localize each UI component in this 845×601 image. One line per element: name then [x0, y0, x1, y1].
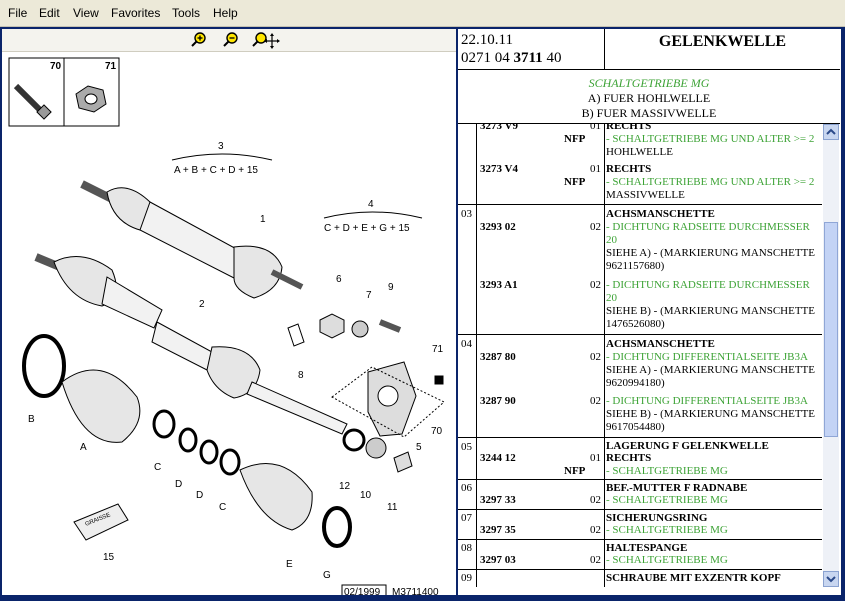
callout-C-2: C — [219, 502, 226, 513]
callout-A: A — [80, 442, 87, 453]
bolt-icon — [13, 83, 52, 120]
nut-icon — [75, 85, 107, 113]
zoom-pan-icon[interactable] — [252, 31, 280, 49]
grease-tube: GRAISSE — [73, 503, 129, 541]
exploded-view-diagram: 70 71 3 A + B + C + D + 15 4 C + D + E +… — [8, 57, 445, 595]
callout-D: D — [175, 479, 182, 490]
menu-favorites[interactable]: Favorites — [111, 6, 161, 20]
callout-8: 8 — [298, 370, 304, 381]
inset-label-bolt: 70 — [50, 61, 62, 72]
menu-tools[interactable]: Tools — [172, 6, 201, 20]
menu-view[interactable]: View — [73, 6, 99, 20]
callout-5: 5 — [416, 442, 422, 453]
menu-bar: File Edit View Favorites Tools Help — [0, 0, 845, 27]
table-row[interactable]: 09 SCHRAUBE MIT EXZENTR KOPF — [458, 570, 822, 587]
menu-help[interactable]: Help — [213, 6, 238, 20]
boots-and-clamps — [22, 334, 352, 548]
vertical-scrollbar[interactable] — [823, 124, 839, 587]
callout-11: 11 — [387, 502, 398, 513]
callout-6: 6 — [336, 274, 342, 285]
svg-text:M3711400: M3711400 — [392, 587, 439, 595]
callout-D-2: D — [196, 490, 203, 501]
header-info: 22.10.11 0271 04 3711 40 — [458, 29, 605, 70]
table-row[interactable]: 06 BEF.-MUTTER F RADNABE 3297 33 02 - SC… — [458, 480, 822, 510]
bearing-bracket — [287, 313, 445, 473]
chevron-down-icon — [826, 576, 836, 583]
zoom-out-icon[interactable] — [222, 31, 240, 49]
inset-box: 70 71 — [8, 57, 120, 127]
callout-9: 9 — [388, 282, 394, 293]
callout-2: 2 — [199, 299, 205, 310]
svg-text:3: 3 — [218, 141, 224, 152]
menu-edit[interactable]: Edit — [39, 6, 60, 20]
table-row[interactable]: 03 ACHSMANSCHETTE 3293 02 02 - DICHTUNG … — [458, 205, 822, 335]
assembly-label-3: 3 A + B + C + D + 15 — [171, 141, 273, 176]
scroll-up-button[interactable] — [823, 124, 839, 140]
assembly-label-4: 4 C + D + E + G + 15 — [323, 199, 423, 234]
table-row[interactable]: 08 HALTESPANGE 3297 03 02 - SCHALTGETRIE… — [458, 540, 822, 570]
scroll-thumb[interactable] — [824, 222, 838, 437]
header-date: 22.10.11 — [461, 32, 513, 48]
table-row[interactable]: 04 ACHSMANSCHETTE 3287 80 02 - DICHTUNG … — [458, 335, 822, 438]
callout-7: 7 — [366, 290, 372, 301]
scroll-down-button[interactable] — [823, 571, 839, 587]
callout-E: E — [286, 559, 293, 570]
callout-C: C — [154, 462, 161, 473]
page-title: GELENKWELLE — [605, 29, 840, 70]
svg-text:4: 4 — [368, 199, 374, 210]
svg-text:A + B + C + D + 15: A + B + C + D + 15 — [174, 165, 258, 176]
callout-70: 70 — [431, 426, 443, 437]
table-row[interactable]: 3273 V9 NFP 01 RECHTS - SCHALTGETRIEBE M… — [458, 124, 822, 205]
menu-file[interactable]: File — [8, 6, 28, 20]
inset-label-nut: 71 — [105, 61, 117, 72]
callouts: 1 2 6 7 9 8 71 70 5 12 10 11 B A C D D C… — [28, 214, 444, 581]
parts-list: 3273 V9 NFP 01 RECHTS - SCHALTGETRIEBE M… — [458, 124, 822, 587]
zoom-in-icon[interactable] — [190, 31, 208, 49]
callout-B: B — [28, 414, 35, 425]
diagram-footer: 02/1999 M3711400 — [341, 584, 439, 595]
group-heading: SCHALTGETRIEBE MG A) FUER HOHLWELLE B) F… — [458, 70, 840, 124]
header-reference: 0271 04 3711 40 — [461, 50, 562, 66]
zoom-toolbar — [2, 29, 456, 52]
chevron-up-icon — [826, 128, 836, 135]
table-row[interactable]: 05 LAGERUNG F GELENKWELLE RECHTS 3244 12… — [458, 438, 822, 480]
callout-1: 1 — [260, 214, 266, 225]
diagram-pane: 70 71 3 A + B + C + D + 15 4 C + D + E +… — [2, 29, 456, 595]
callout-15: 15 — [103, 552, 115, 563]
svg-text:C + D + E + G + 15: C + D + E + G + 15 — [324, 223, 410, 234]
parts-pane: 22.10.11 0271 04 3711 40 GELENKWELLE SCH… — [458, 29, 841, 595]
table-row[interactable]: 07 SICHERUNGSRING 3297 35 02 - SCHALTGET… — [458, 510, 822, 540]
lower-driveshaft — [34, 253, 348, 435]
callout-G: G — [323, 570, 331, 581]
callout-10: 10 — [360, 490, 372, 501]
callout-12: 12 — [339, 481, 351, 492]
upper-driveshaft — [80, 180, 304, 299]
callout-71: 71 — [432, 344, 444, 355]
svg-text:02/1999: 02/1999 — [344, 587, 381, 595]
